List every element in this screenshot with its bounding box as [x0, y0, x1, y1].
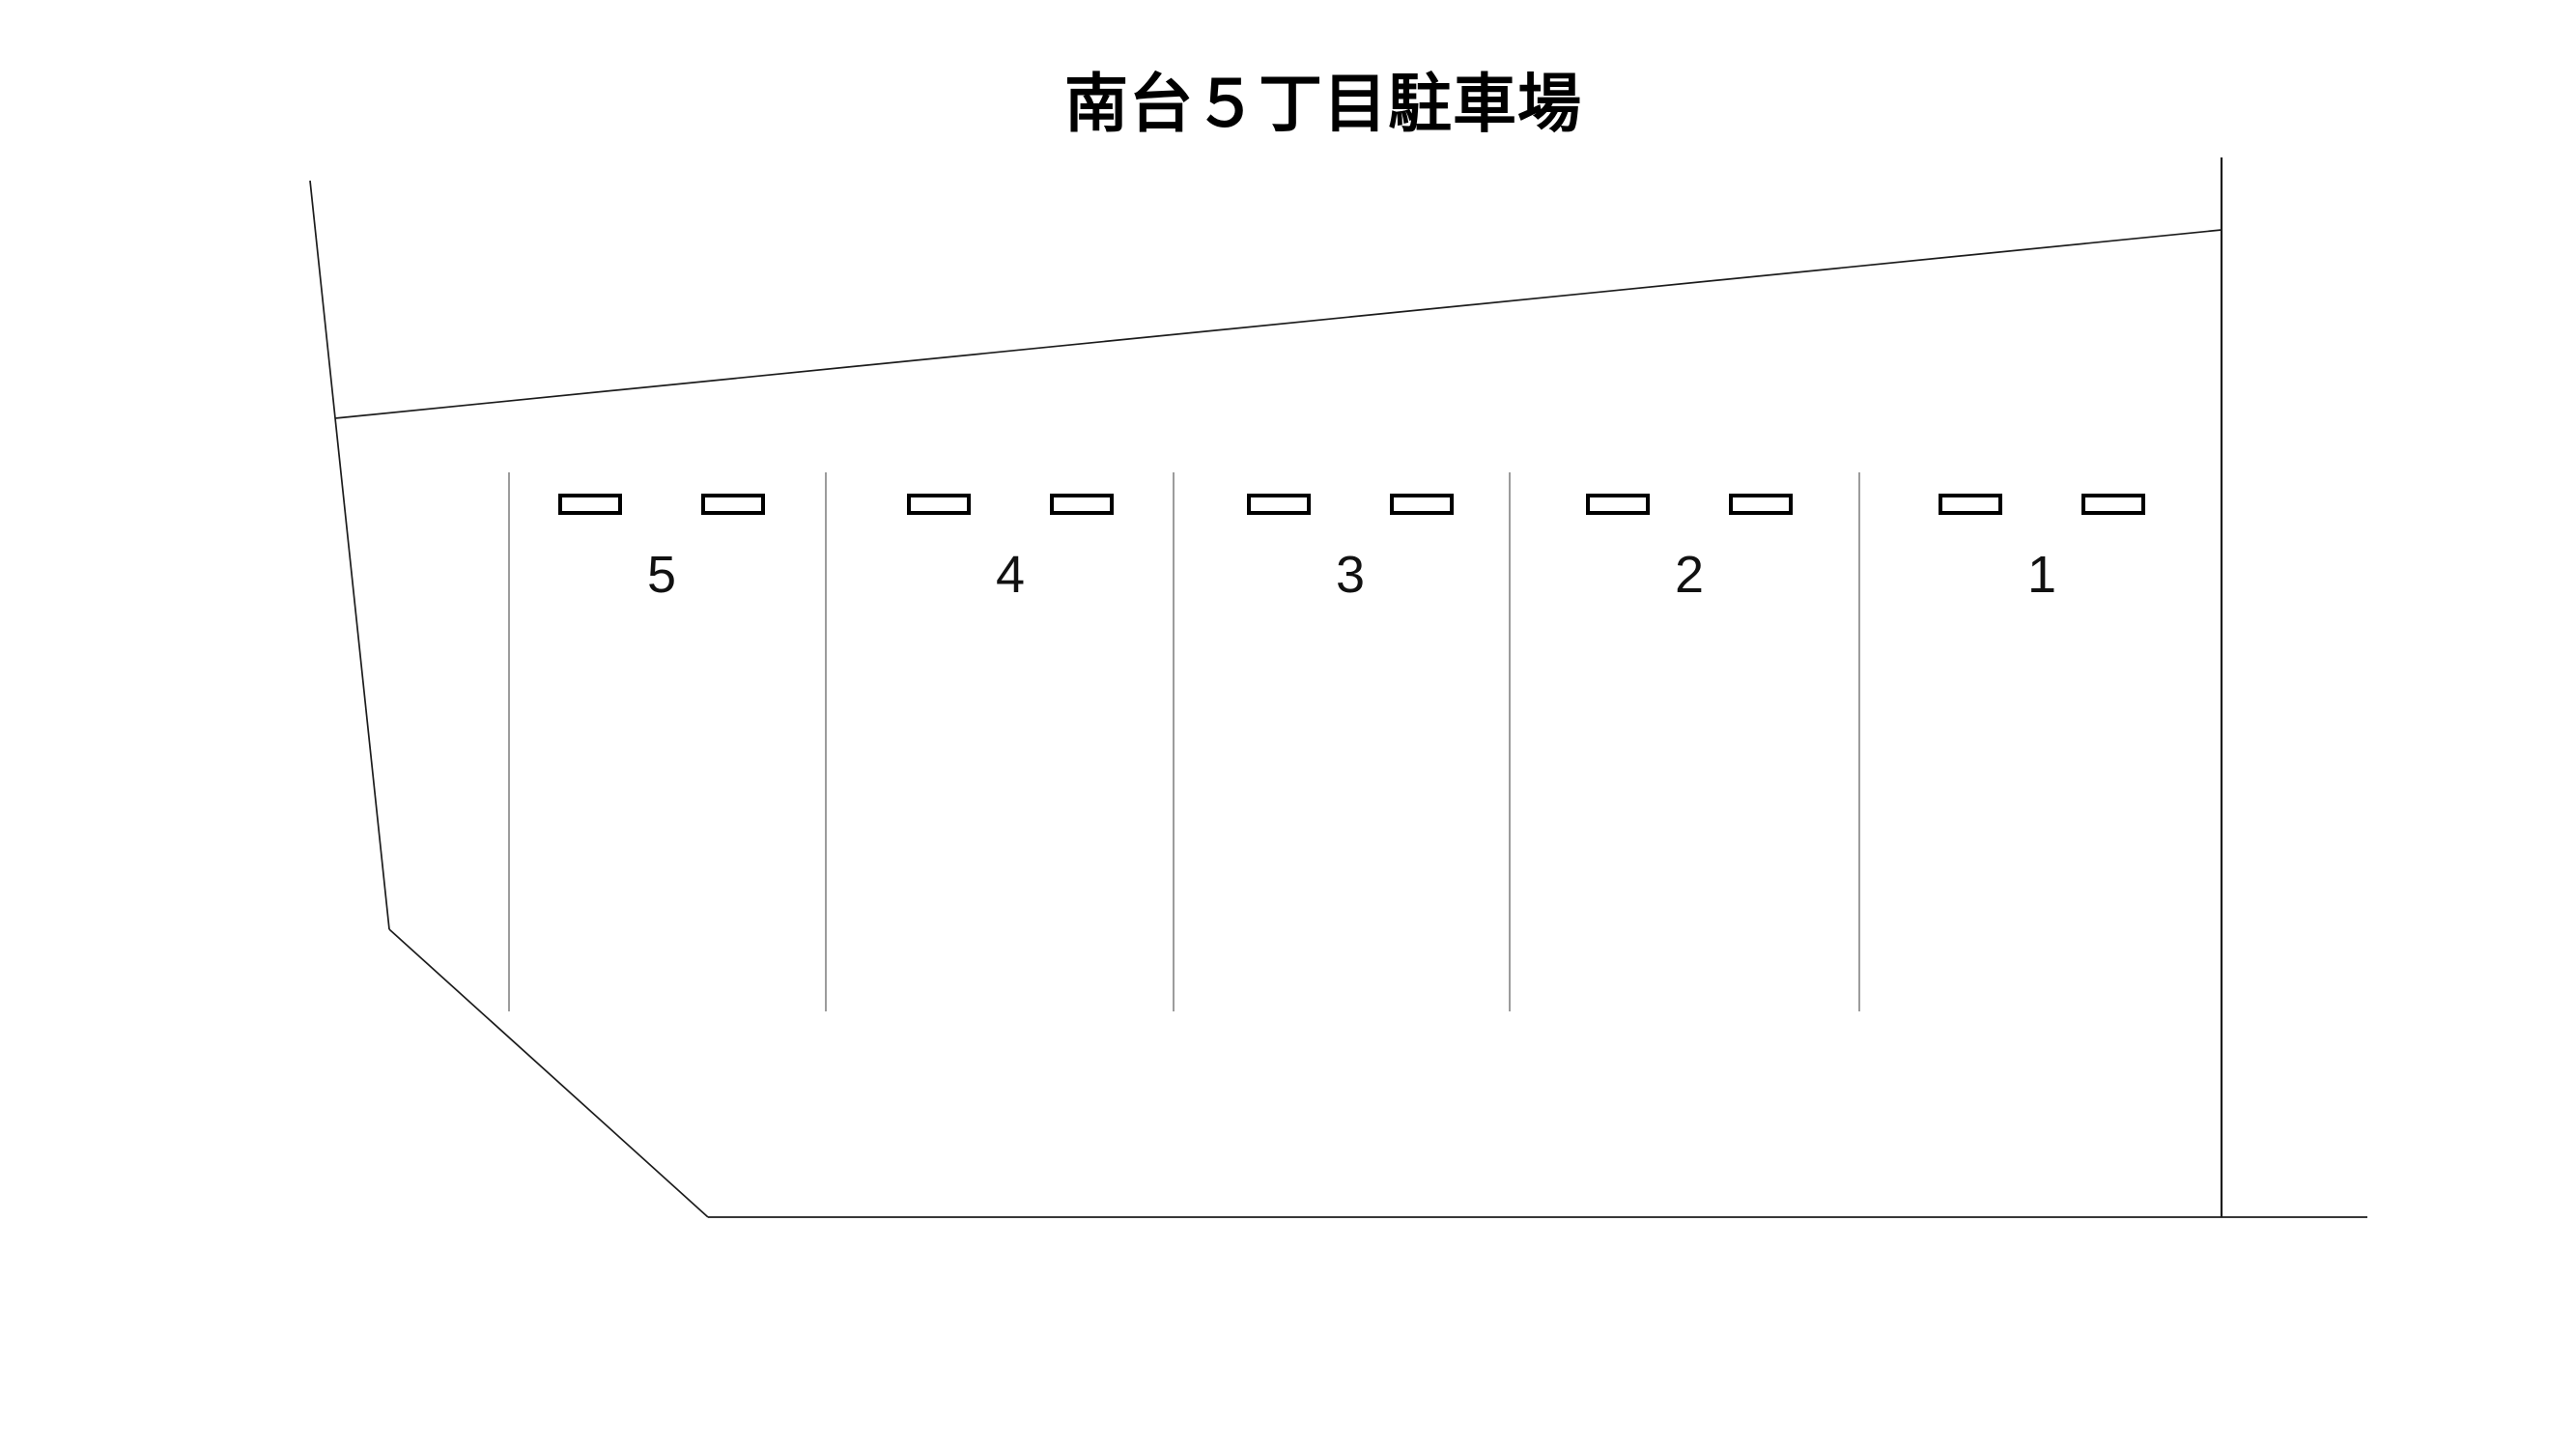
wheel-stop [2081, 494, 2145, 515]
page-title: 南台５丁目駐車場 [1064, 68, 1582, 139]
wheel-stop [1050, 494, 1114, 515]
boundary-bottom-left-diagonal-line [388, 928, 709, 1218]
stall-number-label: 3 [1335, 546, 1366, 604]
wheel-stop [1247, 494, 1311, 515]
stall-number-label: 2 [1674, 546, 1705, 604]
wheel-stop [1586, 494, 1650, 515]
wheel-stop [907, 494, 971, 515]
stall-number-label: 4 [995, 546, 1026, 604]
wheel-stop [558, 494, 622, 515]
wheel-stop [701, 494, 765, 515]
boundary-left-line [309, 180, 390, 930]
wheel-stop [1939, 494, 2002, 515]
wheel-stop [1729, 494, 1793, 515]
stall-number-label: 1 [2026, 546, 2057, 604]
wheel-stop [1390, 494, 1454, 515]
boundary-top-slanted-line [334, 229, 2222, 419]
stall-number-label: 5 [646, 546, 677, 604]
